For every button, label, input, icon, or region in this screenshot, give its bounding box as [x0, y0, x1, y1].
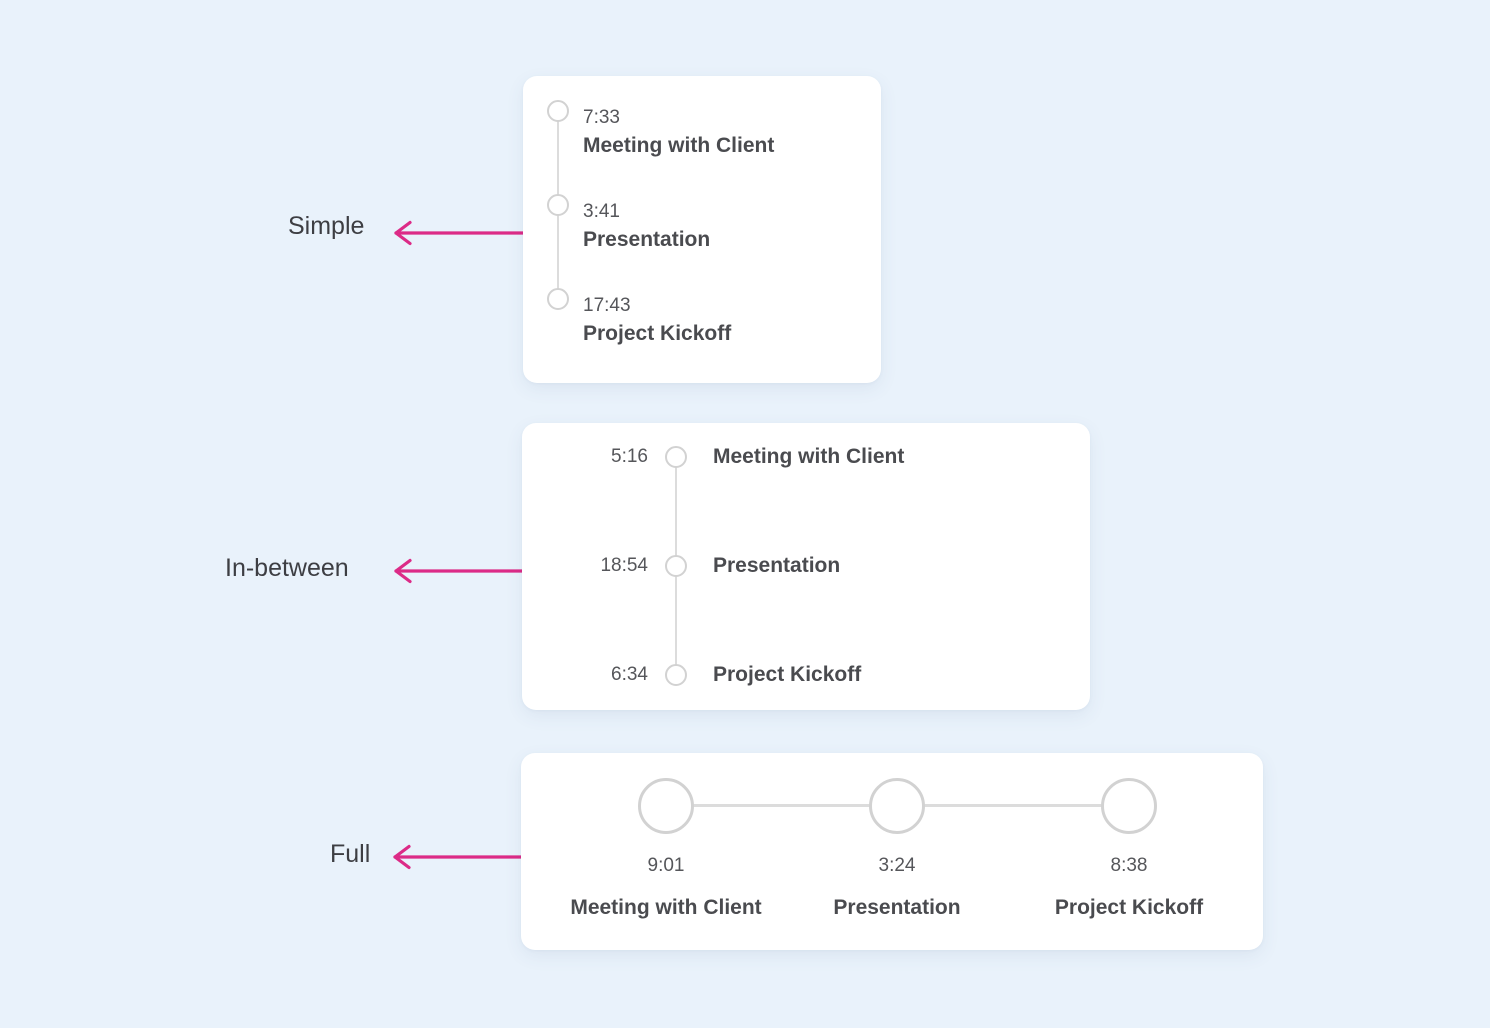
event-title: Project Kickoff	[1054, 896, 1204, 919]
timeline-event: 9:01 Meeting with Client	[516, 853, 816, 923]
event-time: 17:43	[583, 295, 631, 316]
timeline-node-circle	[665, 664, 687, 686]
event-time: 18:54	[600, 555, 648, 576]
event-time: 9:01	[647, 855, 685, 876]
timeline-node-circle	[1101, 778, 1157, 834]
variant-label-in-between: In-between	[225, 554, 349, 582]
event-time: 8:38	[1110, 855, 1148, 876]
timeline-node-circle	[869, 778, 925, 834]
event-time: 6:34	[611, 664, 648, 685]
variant-label-simple: Simple	[288, 212, 365, 240]
timeline-event: 7:33 Meeting with Client	[583, 105, 774, 161]
left-arrow-icon	[393, 844, 522, 870]
event-title: Presentation	[583, 228, 711, 251]
timeline-node-circle	[665, 555, 687, 577]
timeline-event: 3:24 Presentation	[747, 853, 1047, 923]
left-arrow-icon	[394, 220, 523, 246]
event-time: 3:41	[583, 201, 620, 222]
timeline-event: 17:43 Project Kickoff	[583, 293, 731, 349]
event-time: 7:33	[583, 107, 620, 128]
event-title: Project Kickoff	[583, 322, 732, 345]
timeline-node-circle	[547, 194, 569, 216]
timeline-node-circle	[665, 446, 687, 468]
timeline-event: 8:38 Project Kickoff	[979, 853, 1279, 923]
event-time: 5:16	[611, 446, 648, 467]
timeline-node-circle	[547, 100, 569, 122]
timeline-card-full: 9:01 Meeting with Client 3:24 Presentati…	[521, 753, 1263, 950]
timeline-node-circle	[638, 778, 694, 834]
timeline-card-simple: 7:33 Meeting with Client 3:41 Presentati…	[523, 76, 881, 383]
event-title: Meeting with Client	[583, 134, 775, 157]
event-time: 3:24	[878, 855, 916, 876]
timeline-node-circle	[547, 288, 569, 310]
variant-label-full: Full	[330, 840, 371, 868]
event-title: Presentation	[713, 554, 841, 577]
timeline-event: 3:41 Presentation	[583, 199, 710, 255]
event-title: Project Kickoff	[713, 663, 862, 686]
left-arrow-icon	[394, 558, 523, 584]
event-title: Meeting with Client	[713, 445, 905, 468]
event-title: Presentation	[833, 896, 961, 919]
event-title: Meeting with Client	[570, 896, 762, 919]
timeline-card-in-between: 5:16 18:54 6:34 Meeting with Client Pres…	[522, 423, 1090, 710]
